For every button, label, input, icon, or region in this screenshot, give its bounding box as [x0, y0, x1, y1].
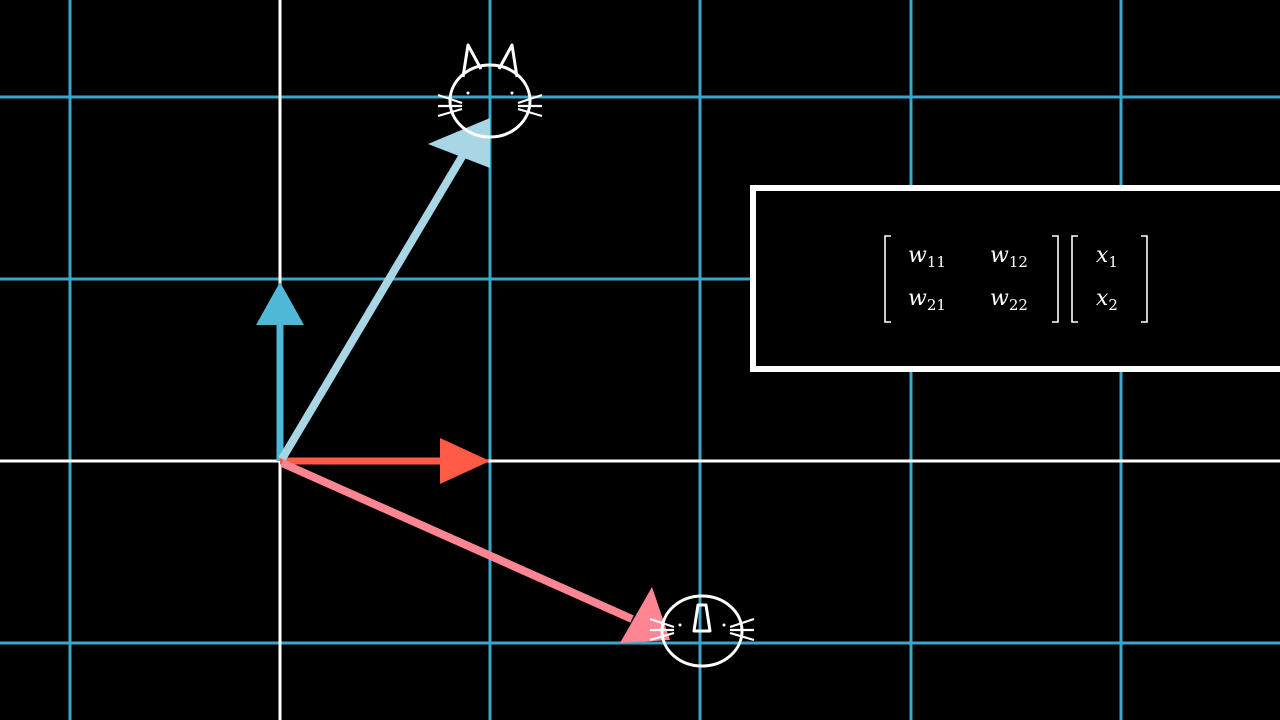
vector-left-bracket — [1071, 235, 1078, 323]
cat-eye — [722, 623, 726, 627]
matrix-box-border — [750, 185, 1280, 372]
matrix-entry-w21: w21 — [908, 286, 946, 314]
vector-right-bracket — [1141, 235, 1148, 323]
basis-vector-j — [256, 282, 304, 461]
vector-bottom-shaft — [280, 459, 634, 623]
cat-face-icon — [437, 43, 543, 139]
cat-eye — [466, 91, 470, 95]
vector-top-shaft — [278, 147, 470, 462]
matrix-left-bracket — [884, 235, 891, 323]
matrix-entry-w11: w11 — [908, 243, 946, 271]
vector-entry-x1: x1 — [1096, 243, 1118, 271]
basis-i-arrowhead — [440, 438, 490, 484]
cat-whiskers — [649, 617, 755, 642]
matrix-brackets — [884, 235, 1148, 323]
vectors — [256, 118, 670, 643]
matrix-entry-w22: w22 — [990, 286, 1028, 314]
cat-ear-left — [461, 43, 483, 78]
cat-eye — [678, 623, 682, 627]
matrix-right-bracket — [1052, 235, 1059, 323]
basis-j-arrowhead — [256, 282, 304, 325]
vector-top-arrowhead — [428, 118, 490, 168]
cat-eye — [510, 91, 514, 95]
cat-whiskers — [437, 93, 543, 118]
matrix-equation-box: w11 w12 w21 w22 x1 x2 — [750, 185, 1280, 372]
vector-entry-x2: x2 — [1096, 286, 1118, 314]
cat-ear-right — [497, 43, 519, 78]
cat-head — [448, 63, 532, 139]
transformed-vector-top — [278, 118, 490, 462]
cat-ears-inverted — [692, 603, 712, 633]
basis-vector-i — [280, 438, 490, 484]
cat-face-icon — [649, 594, 755, 668]
matrix-entry-w12: w12 — [990, 243, 1028, 271]
